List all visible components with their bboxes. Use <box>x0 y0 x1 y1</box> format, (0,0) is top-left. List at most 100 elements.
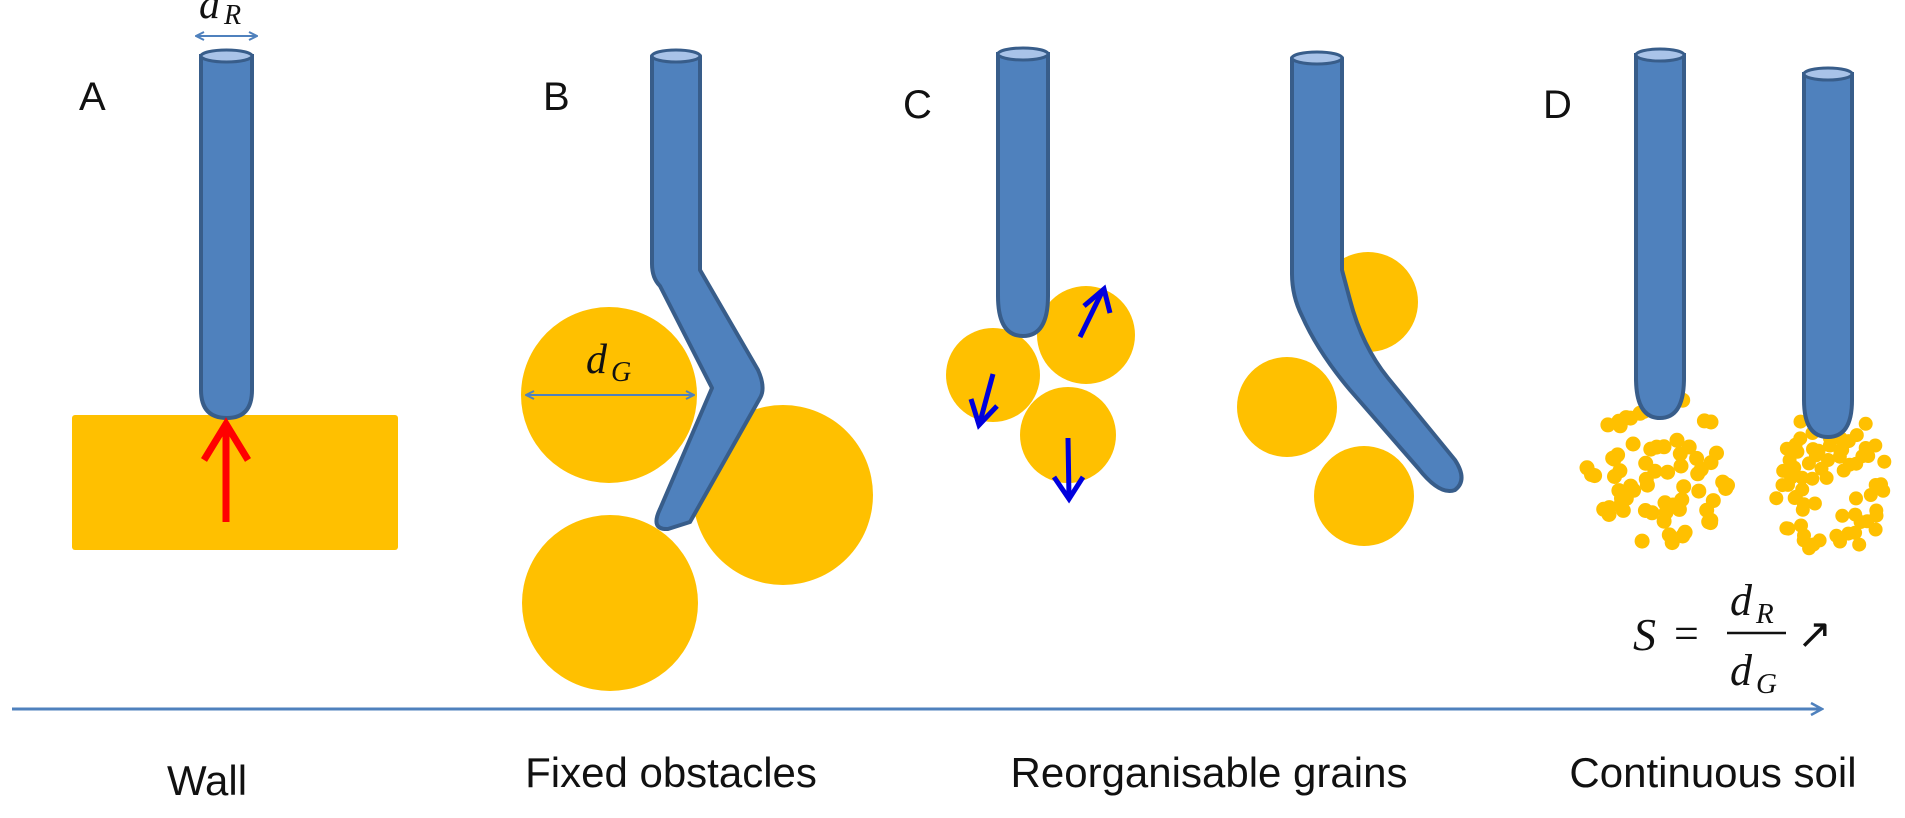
soil-particle <box>1807 496 1822 511</box>
grain-motion-arrow-up <box>1077 284 1113 339</box>
panel-c: C <box>903 46 1464 546</box>
soil-particle <box>1664 535 1680 551</box>
caption-fixed-obstacles: Fixed obstacles <box>525 749 817 796</box>
root-d-1-cap <box>1634 47 1686 63</box>
formula-numerator: d <box>1730 576 1753 625</box>
svg-text:d: d <box>586 337 608 383</box>
soil-particle <box>1788 489 1803 504</box>
panel-b-letter: B <box>543 75 570 119</box>
panel-a: A d R <box>72 0 398 550</box>
soil-particle <box>1829 528 1844 543</box>
soil-particle <box>1677 524 1693 540</box>
panel-c-letter: C <box>903 83 932 127</box>
root-d-2 <box>1802 72 1854 440</box>
grain-c-2 <box>1037 286 1135 384</box>
grain-c-3 <box>1020 387 1116 483</box>
soil-particle <box>1601 500 1617 516</box>
soil-particle <box>1638 455 1654 471</box>
soil-particle <box>1674 492 1690 508</box>
soil-particle <box>1696 413 1712 429</box>
root-a <box>199 54 254 421</box>
soil-particle <box>1644 505 1660 521</box>
soil-particle <box>1584 467 1599 483</box>
soil-particle <box>1806 442 1820 457</box>
soil-particle <box>1689 450 1705 466</box>
soil-particle <box>1849 491 1863 506</box>
soil-particle <box>1639 477 1655 493</box>
formula-denominator: d <box>1730 646 1753 695</box>
grain-motion-arrow-down-left <box>968 373 999 430</box>
caption-wall: Wall <box>167 757 247 804</box>
formula-numerator-sub: R <box>1755 598 1774 630</box>
panel-d-letter: D <box>1543 83 1572 127</box>
soil-particle <box>1841 526 1856 541</box>
root-a-cap <box>199 48 254 64</box>
soil-particle <box>1660 464 1676 480</box>
reaction-force-arrow <box>201 417 251 522</box>
soil-particle <box>1691 483 1707 499</box>
root-b-deflected <box>650 54 765 532</box>
panel-b: B d G <box>521 48 873 691</box>
soil-particle <box>1795 502 1810 517</box>
soil-particle <box>1876 483 1891 498</box>
svg-text:d: d <box>199 0 221 28</box>
soil-particle <box>1801 456 1816 471</box>
grain-b-3 <box>522 515 698 691</box>
soil-particle <box>1769 491 1784 506</box>
fine-soil-cluster-2 <box>1769 408 1892 556</box>
grain-c-5 <box>1237 357 1337 457</box>
root-c-2-bent <box>1290 56 1464 493</box>
caption-reorganisable-grains: Reorganisable grains <box>1011 749 1408 796</box>
soil-particle <box>1858 416 1873 431</box>
soil-particle <box>1658 505 1674 520</box>
root-d-2-cap <box>1802 66 1854 82</box>
svg-text:G: G <box>611 357 631 388</box>
root-d-1 <box>1634 53 1686 421</box>
soil-particle <box>1673 458 1689 474</box>
panel-a-letter: A <box>79 75 106 119</box>
caption-continuous-soil: Continuous soil <box>1569 749 1856 796</box>
wall-block <box>72 415 398 550</box>
soil-particle <box>1781 521 1796 536</box>
soil-particle <box>1600 417 1616 433</box>
soil-particle <box>1776 463 1791 478</box>
grain-c-6 <box>1314 446 1414 546</box>
soil-particle <box>1625 436 1641 452</box>
soil-particle <box>1676 479 1692 495</box>
fine-soil-cluster-1 <box>1579 392 1735 551</box>
grain-motion-arrow-down <box>1051 437 1086 504</box>
root-b-cap <box>650 48 702 64</box>
soil-particle <box>1618 491 1634 506</box>
soil-particle <box>1775 478 1790 493</box>
soil-particle <box>1681 439 1697 455</box>
formula-trend-arrow: ↗ <box>1797 612 1832 658</box>
soil-particle <box>1703 512 1719 528</box>
root-c-1 <box>996 52 1050 339</box>
soil-particle <box>1835 442 1850 457</box>
soil-particle <box>1690 466 1706 482</box>
root-c-2-cap <box>1290 50 1344 66</box>
formula-denominator-sub: G <box>1756 668 1777 700</box>
soil-particle <box>1835 508 1850 523</box>
soil-particle <box>1787 460 1802 475</box>
soil-particle <box>1794 518 1808 533</box>
soil-particle <box>1607 469 1622 484</box>
soil-particle <box>1795 470 1810 485</box>
soil-particle <box>1705 493 1721 509</box>
soil-particle <box>1821 453 1835 467</box>
soil-particle <box>1855 449 1870 464</box>
soil-particle <box>1805 471 1820 486</box>
soil-particle <box>1605 450 1621 466</box>
size-ratio-formula: S = d R d G ↗ <box>1633 576 1832 700</box>
soil-particle <box>1649 439 1665 455</box>
soil-particle <box>1634 533 1650 549</box>
formula-equals: = <box>1674 609 1699 658</box>
soil-particle <box>1877 454 1892 469</box>
soil-particle <box>1802 541 1817 556</box>
soil-particle <box>1703 455 1719 471</box>
root-c-1-cap <box>996 46 1050 62</box>
svg-text:R: R <box>223 0 241 31</box>
soil-particle <box>1852 537 1867 552</box>
